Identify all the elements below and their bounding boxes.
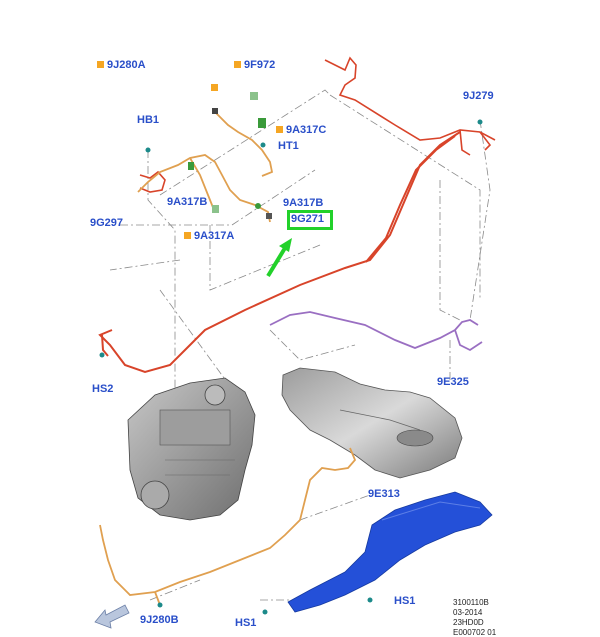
callout-ht1: HT1 (278, 140, 299, 152)
callout-9g297: 9G297 (90, 217, 124, 229)
legend-9a317a: 9A317A (194, 230, 235, 242)
main-fuel-line (98, 131, 461, 374)
vapor-line (269, 311, 483, 352)
callout-9a317b-right: 9A317B (283, 197, 324, 209)
legend-9j280a: 9J280A (107, 59, 146, 71)
heat-shield (287, 491, 493, 613)
left-fuel-bracket (139, 170, 166, 193)
callout-9a317b-left: 9A317B (167, 196, 208, 208)
engine (127, 377, 256, 521)
reference-stamp-line1: 3100110B (453, 598, 489, 607)
callout-9j280b: 9J280B (140, 614, 179, 626)
legend-9a317c: 9A317C (286, 124, 327, 136)
fuel-tank (281, 367, 463, 479)
legend-marker-9a317a (184, 232, 191, 239)
callout-9g271: 9G271 (291, 213, 325, 225)
callout-9g271-highlight (287, 210, 333, 230)
marker-fitting-top (211, 84, 218, 91)
callout-hs1-left: HS1 (235, 617, 257, 629)
callout-hb1: HB1 (137, 114, 160, 126)
callout-hs1-right: HS1 (394, 595, 416, 607)
upper-fuel-line (324, 56, 496, 156)
callout-9e325: 9E325 (437, 376, 469, 388)
direction-arrow-icon (94, 604, 130, 629)
reference-stamp-line4: E000702 01 (453, 628, 497, 636)
fittings (99, 92, 483, 615)
callout-hs2: HS2 (92, 383, 114, 395)
reference-stamp-line2: 03-2014 (453, 608, 483, 617)
legend-marker-9f972 (234, 61, 241, 68)
legend-marker-9a317c (276, 126, 283, 133)
highlight-arrow-icon (266, 238, 292, 278)
upper-orange-lines (137, 111, 274, 223)
reference-stamp-line3: 23HD0D (453, 618, 484, 627)
legend-marker-9j280a (97, 61, 104, 68)
callout-9e313: 9E313 (368, 488, 400, 500)
legend-9f972: 9F972 (244, 59, 276, 71)
leader-lines (109, 89, 491, 601)
callout-9j279: 9J279 (463, 90, 494, 102)
